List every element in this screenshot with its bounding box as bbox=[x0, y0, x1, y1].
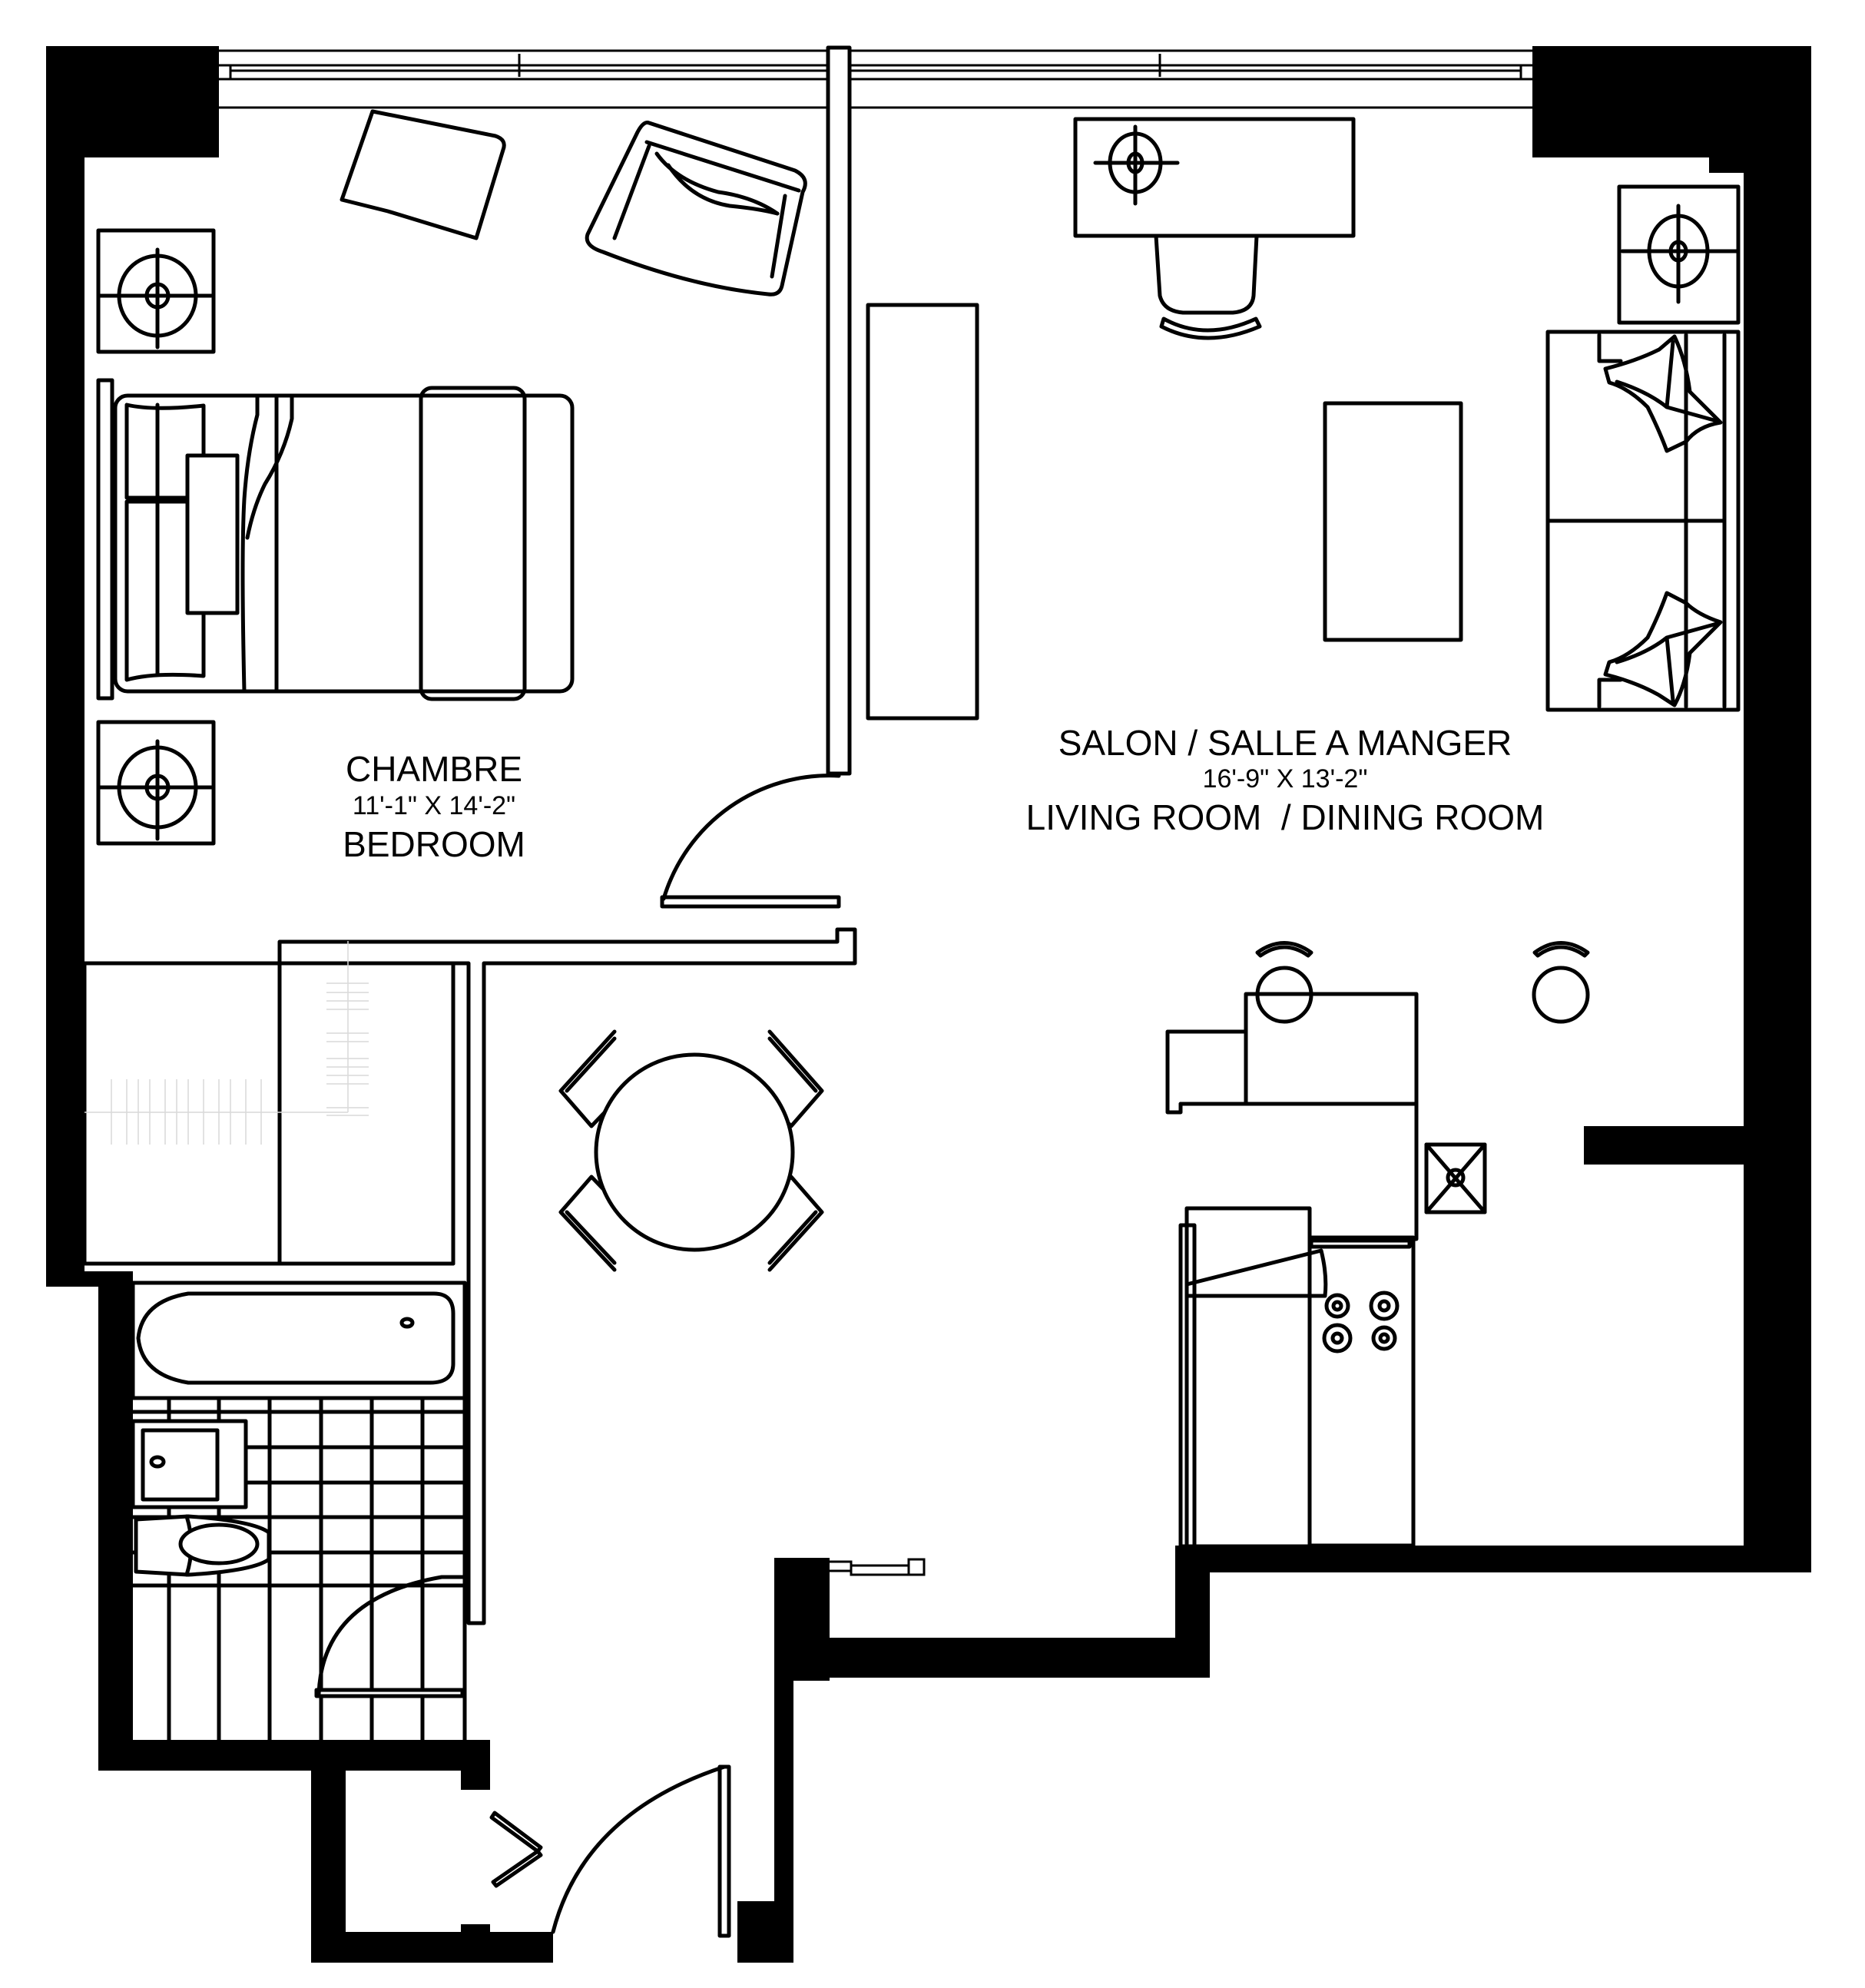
armchair bbox=[340, 109, 807, 297]
round-dining-table bbox=[558, 1029, 824, 1272]
bedroom-door[interactable] bbox=[660, 774, 841, 909]
bar-stool bbox=[1532, 941, 1590, 1024]
stove-cooktop bbox=[1307, 1235, 1416, 1548]
sofa-with-cushions bbox=[1545, 330, 1741, 712]
interior-partitions bbox=[82, 45, 857, 1754]
exterior-walls bbox=[46, 46, 1811, 1963]
bathtub bbox=[131, 1281, 467, 1400]
nightstand-lamp-bottom bbox=[96, 720, 216, 846]
coffee-table bbox=[1323, 401, 1463, 642]
kitchen-sink bbox=[1424, 1142, 1487, 1214]
bar-stool bbox=[1255, 941, 1313, 1024]
living-name-fr: SALON / SALLE A MANGER bbox=[1058, 723, 1512, 763]
toilet bbox=[134, 1514, 271, 1577]
media-console bbox=[866, 303, 979, 721]
bedroom-dimensions: 11'-1" X 14'-2" bbox=[353, 791, 515, 820]
bedroom-name-fr: CHAMBRE bbox=[346, 749, 522, 789]
bathroom-door[interactable] bbox=[314, 1575, 467, 1698]
window-band bbox=[219, 49, 1532, 109]
bathroom-vanity bbox=[131, 1419, 248, 1509]
entry-door[interactable] bbox=[551, 1764, 731, 1938]
side-table-lamp bbox=[1617, 184, 1741, 325]
bedroom-label: CHAMBRE 11'-1" X 14'-2" BEDROOM bbox=[343, 749, 525, 864]
closet-bifold-door[interactable] bbox=[489, 1811, 543, 1888]
nightstand-lamp-top bbox=[96, 228, 216, 354]
closet-shelving bbox=[84, 941, 369, 1145]
kitchen-counter bbox=[1178, 1102, 1419, 1549]
double-bed bbox=[96, 378, 575, 701]
kitchen-island bbox=[1165, 992, 1419, 1115]
desk-with-lamp bbox=[1073, 117, 1356, 238]
living-room-label: SALON / SALLE A MANGER 16'-9" X 13'-2" L… bbox=[1026, 723, 1545, 837]
living-name-en: LIVING ROOM / DINING ROOM bbox=[1026, 797, 1545, 837]
closet-window bbox=[792, 1558, 926, 1576]
bedroom-name-en: BEDROOM bbox=[343, 824, 525, 864]
desk-chair bbox=[1154, 234, 1262, 340]
living-dimensions: 16'-9" X 13'-2" bbox=[1203, 764, 1368, 794]
